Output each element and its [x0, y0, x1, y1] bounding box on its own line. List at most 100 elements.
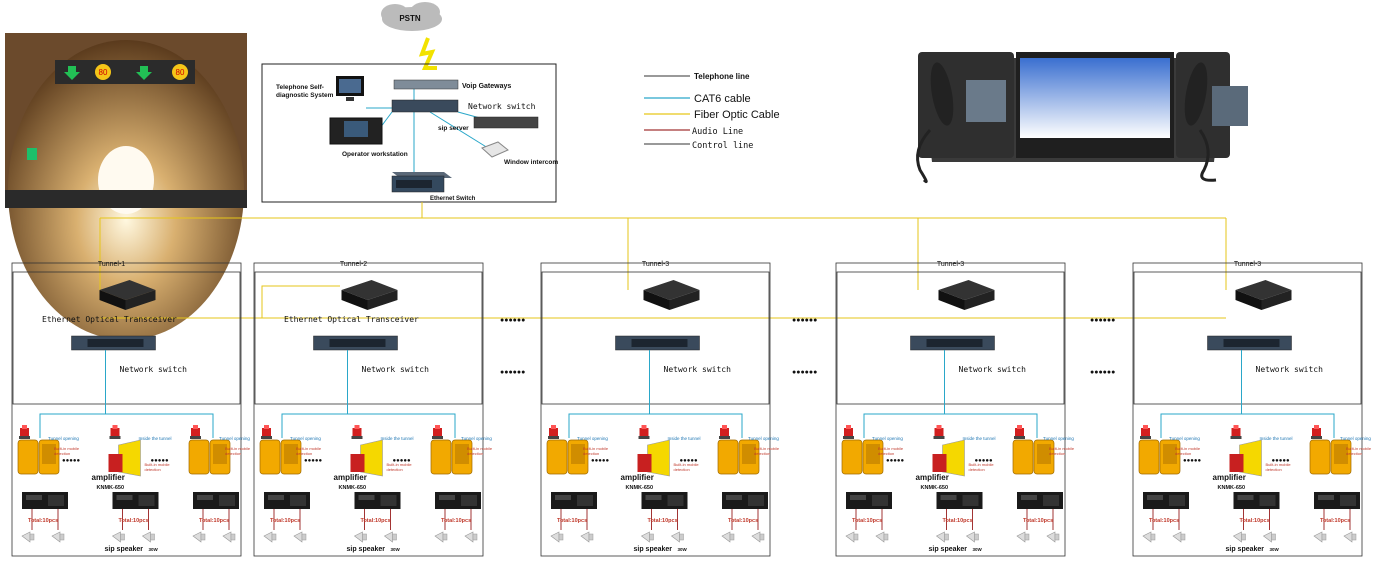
speaker-horn-icon — [1142, 531, 1156, 543]
cat6-branch — [863, 413, 1038, 438]
phone-location-label: Tunnel opening — [48, 436, 79, 441]
speaker-total-label: Total:10pcs — [557, 518, 587, 524]
emergency-phone-icon — [1012, 439, 1055, 475]
amplifier-label: amplifier — [621, 473, 654, 482]
alarm-box-icon — [350, 454, 365, 472]
dispatch-console-photo — [916, 52, 1248, 184]
speaker-total-label: Total:10pcs — [1149, 518, 1179, 524]
speaker-horn-icon — [845, 531, 859, 543]
builtin-detection-label-2: detection — [1049, 451, 1065, 456]
builtin-detection-label-2: detection — [969, 467, 985, 472]
amplifier-label: amplifier — [1213, 473, 1246, 482]
amplifier-model-label: KNMK-650 — [97, 485, 125, 491]
sip-speaker-watt: 30W — [973, 547, 983, 552]
network-switch-icon — [1207, 335, 1292, 351]
builtin-detection-label-2: detection — [54, 451, 70, 456]
tunnel-outer-frame — [1132, 262, 1363, 557]
speaker-horn-icon — [580, 531, 594, 543]
legend-control: Control line — [692, 141, 753, 151]
speaker-horn-icon — [21, 531, 35, 543]
sip-speaker-watt: 30W — [1270, 547, 1280, 552]
phone-location-label: Tunnel opening — [577, 436, 608, 441]
speaker-total-label: Total:10pcs — [1023, 518, 1053, 524]
pstn-label: PSTN — [399, 14, 421, 23]
speaker-horn-icon — [1233, 531, 1246, 543]
builtin-detection-label: Built-in mobile — [1266, 462, 1292, 467]
warning-beacon-icon — [1140, 425, 1151, 439]
speaker-horn-icon — [1046, 531, 1060, 543]
warning-beacon-icon — [1014, 425, 1025, 439]
optical-transceiver-icon — [341, 280, 398, 310]
network-switch-label: Network switch — [120, 365, 188, 374]
warning-beacon-icon — [190, 425, 201, 439]
tunnel-ellipses: ●●●●●● ●●●●●● ●●●●●● ●●●●●● ●●●●●● ●●●●●… — [500, 317, 1115, 376]
diag-label-1: Telephone Self- — [276, 84, 324, 91]
speaker-horn-icon — [1313, 531, 1327, 543]
warning-beacon-icon — [719, 425, 730, 439]
speaker-horn-icon — [550, 531, 564, 543]
operator-workstation-label: Operator workstation — [342, 151, 408, 158]
phone-ellipsis: ●●●●● — [591, 458, 609, 464]
warning-beacon-icon — [1311, 425, 1322, 439]
speaker-horn-icon — [434, 531, 448, 543]
network-switch-icon — [910, 335, 995, 351]
emergency-phone-icon — [1138, 439, 1181, 475]
legend-audio: Audio Line — [692, 127, 743, 137]
window-intercom-icon: Window intercom — [481, 141, 558, 166]
speaker-horn-icon — [1172, 531, 1186, 543]
network-switch-icon — [313, 335, 398, 351]
network-switch-label: Network switch — [362, 365, 430, 374]
tunnel-title: Tunnel-1 — [98, 261, 125, 268]
speaker-horn-icon — [721, 531, 735, 543]
diagnostic-pc-icon — [336, 76, 364, 101]
amplifier-icon — [1233, 492, 1280, 509]
ellipsis-1b: ●●●●●● — [500, 369, 525, 376]
window-intercom-label: Window intercom — [504, 159, 558, 166]
warning-beacon-icon — [261, 425, 272, 439]
warning-beacon-icon — [933, 425, 945, 439]
amplifier-icon — [1314, 492, 1360, 509]
builtin-detection-label: Built-in mobile — [387, 462, 413, 467]
builtin-detection-label: Built-in mobile — [296, 446, 322, 451]
sip-speaker-label: sip speaker — [105, 546, 144, 553]
amplifier-icon — [264, 492, 310, 509]
builtin-detection-label: Built-in mobile — [583, 446, 609, 451]
speaker-total-label: Total:10pcs — [852, 518, 882, 524]
legend: Telephone line CAT6 cable Fiber Optic Ca… — [644, 72, 780, 151]
tunnel-outer-frame — [835, 262, 1066, 557]
voip-gateway-label: Voip Gateways — [462, 83, 511, 90]
operator-workstation-icon: Operator workstation — [329, 117, 408, 158]
builtin-detection-label-2: detection — [1346, 451, 1362, 456]
emergency-phone-icon — [546, 439, 589, 475]
cat6-branch — [568, 413, 743, 438]
tunnel-inner-frame — [254, 271, 483, 405]
amplifier-icon — [1017, 492, 1063, 509]
builtin-detection-label-2: detection — [878, 451, 894, 456]
cat6-branch — [1160, 413, 1335, 438]
phone-ellipsis: ●●●●● — [975, 458, 993, 464]
legend-fiber: Fiber Optic Cable — [694, 109, 780, 121]
cat6-branch — [39, 413, 214, 438]
speaker-horn-icon — [875, 531, 889, 543]
amplifier-icon — [722, 492, 768, 509]
speaker-horn-icon — [966, 531, 979, 543]
amplifier-icon — [112, 492, 159, 509]
speaker-horn-icon — [263, 531, 277, 543]
speaker-horn-icon — [464, 531, 478, 543]
sip-speaker-label: sip speaker — [929, 546, 968, 553]
speaker-total-label: Total:10pcs — [728, 518, 758, 524]
builtin-detection-label: Built-in mobile — [1346, 446, 1372, 451]
builtin-detection-label: Built-in mobile — [225, 446, 251, 451]
fiber-backbone — [99, 202, 1227, 319]
network-switch-icon — [615, 335, 700, 351]
builtin-detection-label-2: detection — [145, 467, 161, 472]
amplifier-model-label: KNMK-650 — [626, 485, 654, 491]
tunnel-photo: 80 80 — [5, 33, 247, 340]
sip-server: sip server — [438, 116, 539, 132]
speaker-total-label: Total:10pcs — [270, 518, 300, 524]
